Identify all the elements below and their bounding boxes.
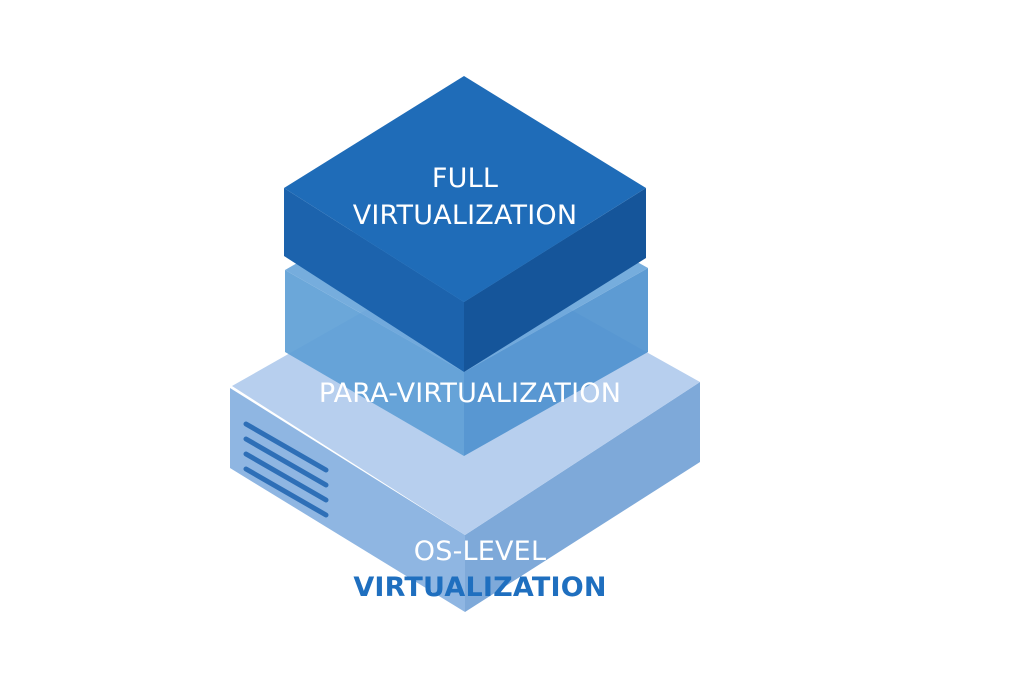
label-os-line2: VIRTUALIZATION [353, 572, 607, 603]
label-full-virtualization: FULL VIRTUALIZATION [290, 160, 640, 234]
full-right-face [464, 188, 646, 372]
para-left-face [285, 270, 464, 456]
label-para-line1: PARA-VIRTUALIZATION [318, 378, 622, 409]
layer-full-virtualization [284, 76, 646, 372]
os-left-face [230, 388, 465, 612]
label-os-level-virtualization: OS-LEVEL VIRTUALIZATION [290, 534, 670, 606]
label-para-virtualization: PARA-VIRTUALIZATION [270, 376, 670, 412]
label-full-line2: VIRTUALIZATION [352, 200, 578, 231]
label-full-line1: FULL [431, 163, 499, 194]
para-right-face [464, 268, 648, 456]
server-vent-lines-icon [243, 421, 329, 518]
full-top-face [284, 76, 646, 302]
full-left-face [284, 188, 464, 372]
label-os-line1: OS-LEVEL [413, 536, 547, 567]
os-right-face [465, 382, 700, 612]
